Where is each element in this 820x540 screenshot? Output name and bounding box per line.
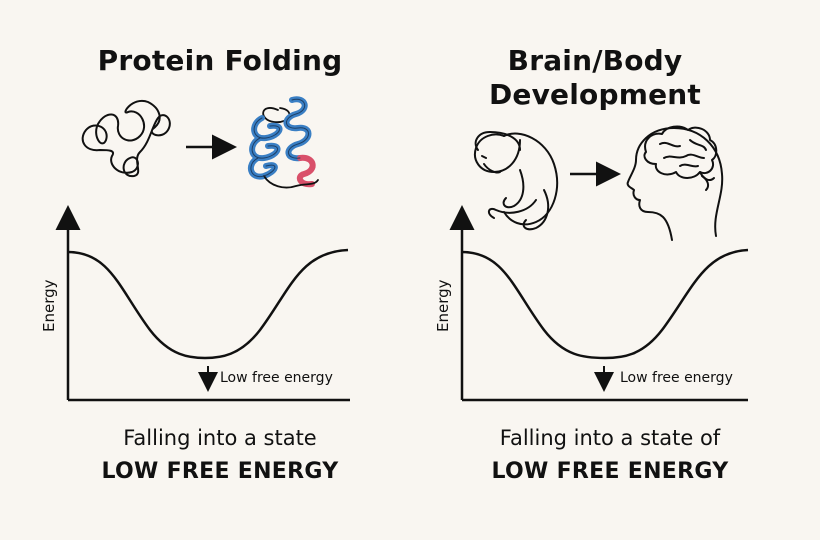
brain-head-icon	[626, 125, 724, 241]
title-line-1: Brain/Body	[507, 44, 683, 77]
right-caption-line-2: LOW FREE ENERGY	[491, 459, 729, 484]
left-caption-line-2: LOW FREE ENERGY	[101, 459, 339, 484]
low-free-energy-label: Low free energy	[620, 370, 733, 386]
y-axis-label: Energy	[40, 279, 58, 332]
left-caption-line-1: Falling into a state	[123, 426, 317, 450]
brain-body-development-title: Brain/Body Development	[420, 44, 770, 112]
fetus-icon	[474, 131, 559, 231]
energy-landscape-curve	[461, 248, 749, 360]
left-energy-chart: Energy Low free energy	[40, 205, 350, 402]
right-caption-line-1: Falling into a state of	[499, 426, 721, 450]
y-axis-label: Energy	[434, 279, 452, 332]
low-free-energy-label: Low free energy	[220, 370, 333, 386]
right-energy-chart: Energy Low free energy	[434, 205, 749, 402]
protein-folding-title: Protein Folding	[97, 44, 343, 77]
title-line-2: Development	[488, 78, 702, 111]
unfolded-protein-icon	[81, 99, 171, 178]
folded-protein-icon	[247, 96, 319, 189]
energy-landscape-curve	[67, 248, 349, 360]
